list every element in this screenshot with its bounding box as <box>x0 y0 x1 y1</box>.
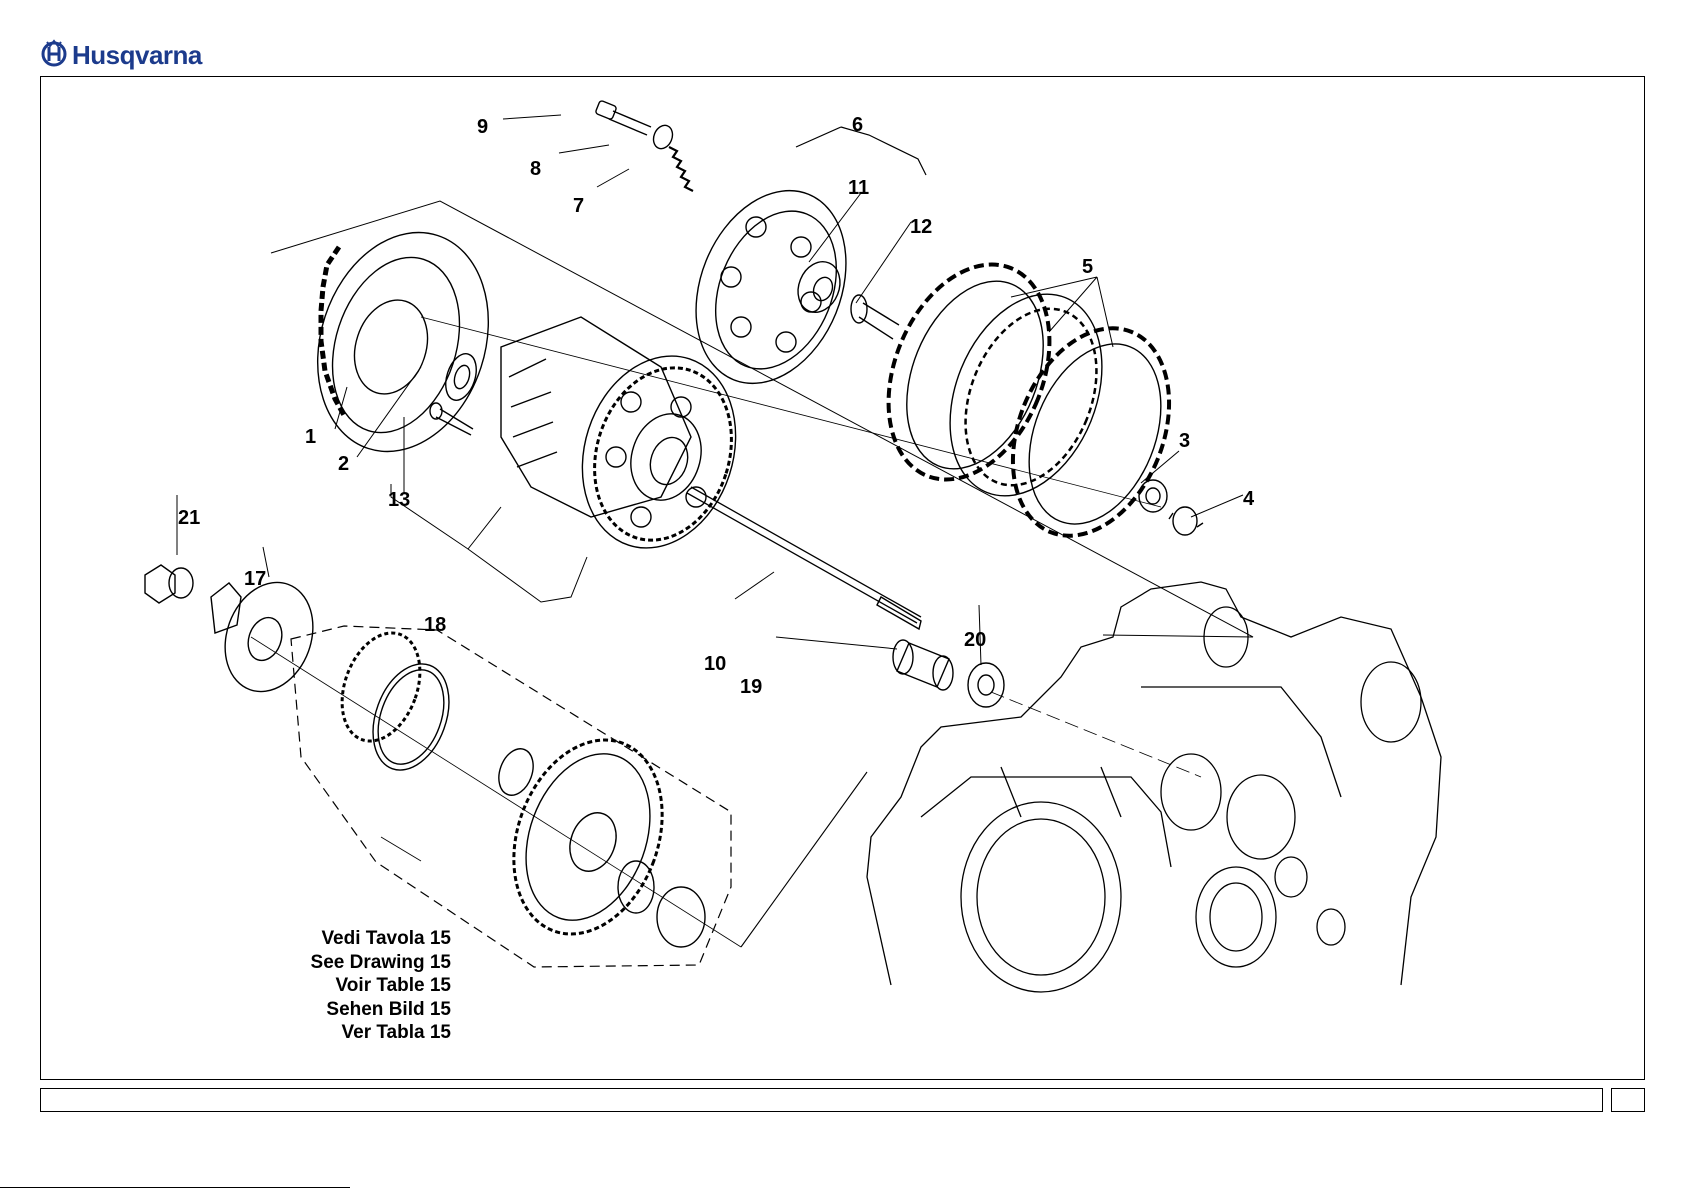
footer-caption-box <box>40 1088 1603 1112</box>
callout-label: 10 <box>704 653 726 675</box>
callout-labels: 1 2 3 4 5 6 7 8 9 10 11 12 13 17 18 19 2… <box>178 114 1255 698</box>
callout-label: 5 <box>1082 256 1093 278</box>
crankcase-lead <box>741 772 867 947</box>
callout-label: 9 <box>477 116 488 138</box>
callout-label: 13 <box>388 489 410 511</box>
reference-line: Ver Tabla 15 <box>231 1021 451 1045</box>
callout-leaders <box>177 115 1243 665</box>
part-11-bearing <box>791 255 848 318</box>
reference-line: Voir Table 15 <box>231 974 451 998</box>
brand-name: Husqvarna <box>72 40 202 71</box>
part-8-washer <box>650 123 676 152</box>
callout-label: 1 <box>305 426 316 448</box>
starter-gear-assembly <box>328 622 705 955</box>
part-9-bolt <box>595 100 651 135</box>
part-21-nut <box>145 565 193 603</box>
crankcase <box>867 582 1441 992</box>
bottom-rule <box>0 1187 350 1188</box>
part-20-washer <box>968 663 1004 707</box>
part-4-lock-washer <box>1169 507 1203 535</box>
part-2-washer <box>440 350 481 404</box>
callout-label: 11 <box>848 177 869 199</box>
page-number-box <box>1611 1088 1645 1112</box>
callout-label: 4 <box>1243 488 1255 510</box>
starter-group-outline <box>291 626 731 967</box>
drawing-reference: Vedi Tavola 15 See Drawing 15 Voir Table… <box>231 927 451 1045</box>
part-6-spring-plate <box>669 168 874 406</box>
brand-logo: Husqvarna <box>40 38 202 72</box>
callout-label: 12 <box>910 216 932 238</box>
part-1-pressure-plate <box>290 210 515 474</box>
callout-label: 18 <box>424 614 446 636</box>
starter-axis <box>251 637 741 947</box>
callout-label: 3 <box>1179 430 1190 452</box>
callout-label: 7 <box>573 195 584 217</box>
callout-label: 21 <box>178 507 200 529</box>
reference-line: Vedi Tavola 15 <box>231 927 451 951</box>
diagram-frame: 1 2 3 4 5 6 7 8 9 10 11 12 13 17 18 19 2… <box>40 76 1645 1080</box>
part-18-clutch-basket <box>501 317 760 568</box>
crankcase-axis <box>991 692 1201 777</box>
callout-label: 8 <box>530 158 541 180</box>
part-3-nut <box>1139 480 1167 512</box>
assembly-bracket <box>271 201 1253 637</box>
callout-label: 2 <box>338 453 349 475</box>
reference-line: Sehen Bild 15 <box>231 998 451 1022</box>
part-12-push-piece <box>851 295 899 339</box>
callout-label: 6 <box>852 114 863 136</box>
drawing-15-leader <box>381 837 421 861</box>
part-19-bush <box>893 640 953 690</box>
callout-label: 19 <box>740 676 762 698</box>
part-17-primary-gear <box>210 570 327 704</box>
callout-label: 17 <box>244 568 266 590</box>
reference-line: See Drawing 15 <box>231 951 451 975</box>
part-7-spring <box>669 147 693 191</box>
part-10-pushrod <box>687 487 921 629</box>
crown-h-logo-icon <box>40 38 68 73</box>
callout-label: 20 <box>964 629 986 651</box>
